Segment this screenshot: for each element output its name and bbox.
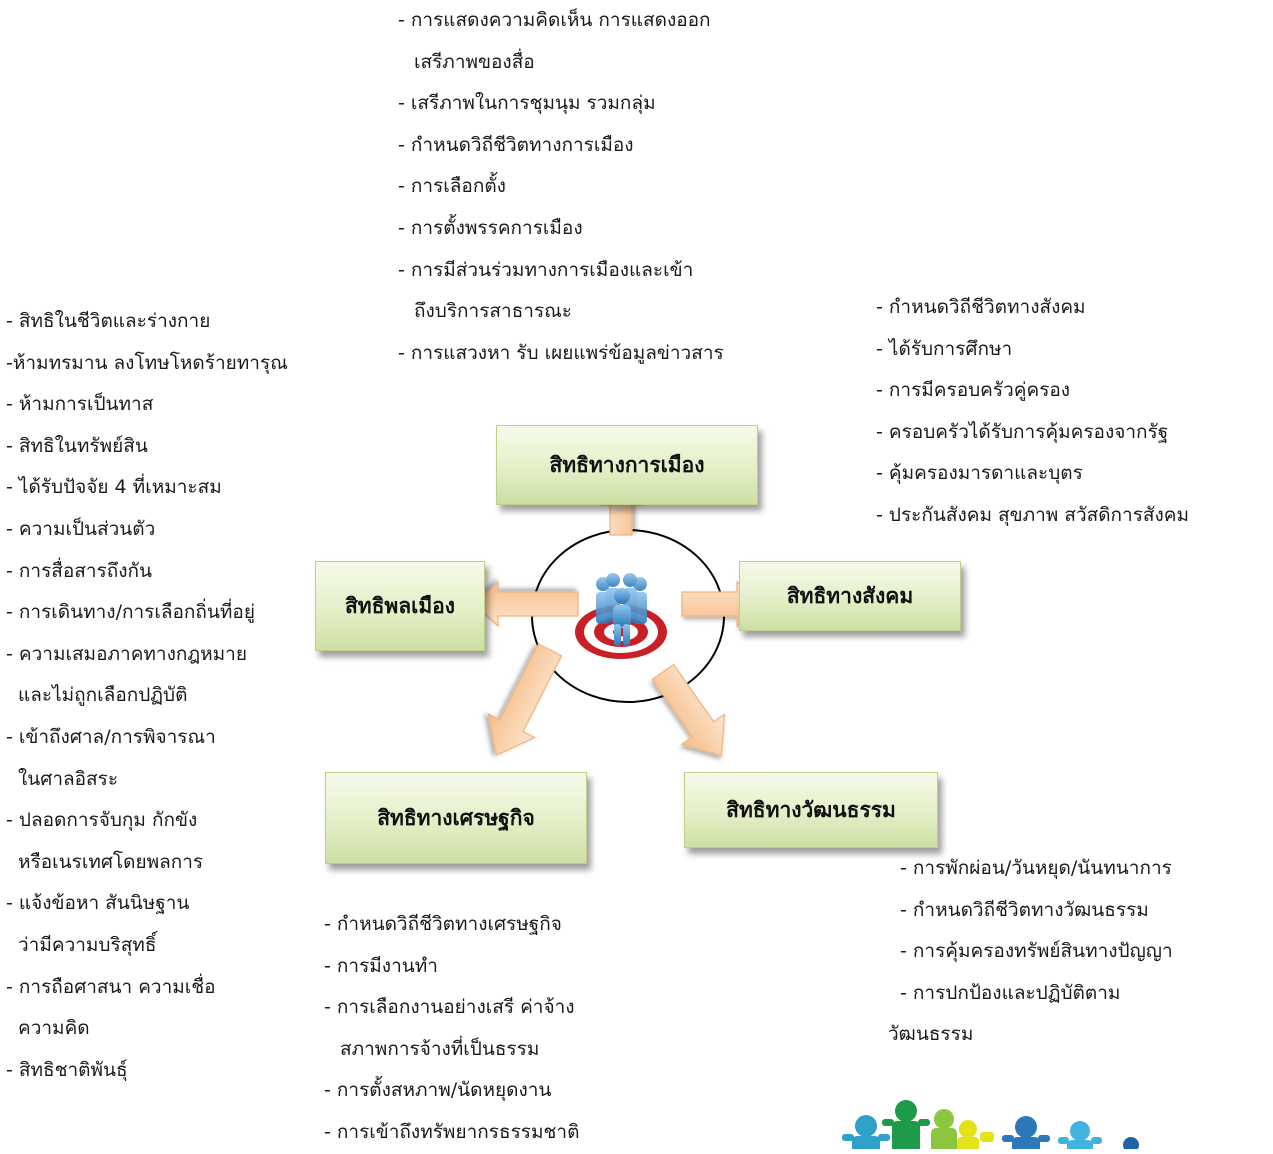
list-item: - การเข้าถึงทรัพยากรธรรมชาติ [324, 1120, 580, 1143]
list-item: - ความเสมอภาคทางกฎหมาย [6, 642, 247, 665]
list-item: หรือเนรเทศโดยพลการ [18, 850, 204, 873]
list-item: - กำหนดวิถีชีวิตทางวัฒนธรรม [900, 898, 1149, 921]
list-item: - ห้ามการเป็นทาส [6, 393, 154, 416]
list-item: - การตั้งพรรคการเมือง [398, 216, 583, 239]
list-item: - ครอบครัวได้รับการคุ้มครองจากรัฐ [876, 420, 1169, 443]
list-item: - การเลือกตั้ง [398, 175, 506, 198]
node-social-rights: สิทธิทางสังคม [739, 561, 961, 631]
list-item: - การพักผ่อน/วันหยุด/นันทนาการ [900, 857, 1172, 879]
list-item: - คุ้มครองมารดาและบุตร [876, 462, 1083, 485]
list-item: - สิทธิในทรัพย์สิน [6, 434, 148, 457]
list-item: ว่ามีความบริสุทธิ์ [18, 933, 157, 956]
list-item: - ได้รับการศึกษา [876, 337, 1013, 360]
economic-rights-list: - กำหนดวิถีชีวิตทางเศรษฐกิจ - การมีงานทำ… [324, 904, 579, 1154]
list-item: - สิทธิในชีวิตและร่างกาย [6, 310, 211, 332]
list-item: - การมีงานทำ [324, 954, 438, 977]
list-item: - การมีครอบครัวคู่ครอง [876, 379, 1071, 402]
list-item: และไม่ถูกเลือกปฏิบัติ [18, 684, 188, 707]
arrow-down-right [651, 663, 726, 757]
list-item: - ปลอดการจับกุม กักขัง [6, 809, 198, 832]
list-item: - เข้าถึงศาล/การพิจารณา [6, 725, 216, 748]
node-cultural-rights: สิทธิทางวัฒนธรรม [684, 772, 938, 848]
list-item: - ประกันสังคม สุขภาพ สวัสดิการสังคม [876, 503, 1190, 526]
list-item: - ความเป็นส่วนตัว [6, 517, 156, 540]
list-item: - การมีส่วนร่วมทางการเมืองและเข้า [398, 258, 694, 281]
list-item: - กำหนดวิถีชีวิตทางสังคม [876, 296, 1086, 318]
list-item: ในศาลอิสระ [18, 767, 119, 790]
cultural-rights-list: - การพักผ่อน/วันหยุด/นันทนาการ - กำหนดวิ… [888, 848, 1173, 1056]
list-item: เสรีภาพของสื่อ [414, 50, 535, 73]
political-rights-list: - การแสดงความคิดเห็น การแสดงออก เสรีภาพข… [398, 0, 724, 374]
list-item: - ได้รับปัจจัย 4 ที่เหมาะสม [6, 476, 222, 499]
list-item: - การสื่อสารถึงกัน [6, 559, 153, 582]
list-item: - การเดินทาง/การเลือกถิ่นที่อยู่ [6, 601, 255, 624]
list-item: - การปกป้องและปฏิบัติตาม [900, 981, 1121, 1004]
list-item: - การแสวงหา รับ เผยแพร่ข้อมูลข่าวสาร [398, 341, 724, 364]
list-item: - การตั้งสหภาพ/นัดหยุดงาน [324, 1079, 552, 1102]
people-on-target-icon [575, 573, 667, 659]
list-item: - การคุ้มครองทรัพย์สินทางปัญญา [900, 940, 1173, 963]
list-item: - กำหนดวิถีชีวิตทางเศรษฐกิจ [324, 913, 562, 935]
list-item: - เสรีภาพในการชุมนุม รวมกลุ่ม [398, 92, 656, 115]
node-economic-rights: สิทธิทางเศรษฐกิจ [325, 772, 587, 864]
list-item: สภาพการจ้างที่เป็นธรรม [340, 1037, 540, 1060]
arrow-left [473, 580, 579, 628]
node-civil-rights: สิทธิพลเมือง [315, 561, 485, 651]
list-item: ความคิด [18, 1017, 90, 1040]
puzzle-people-icon [842, 1100, 1139, 1149]
list-item: ถึงบริการสาธารณะ [414, 300, 572, 323]
list-item: - การแสดงความคิดเห็น การแสดงออก [398, 9, 711, 31]
list-item: - การถือศาสนา ความเชื่อ [6, 975, 216, 998]
list-item: - กำหนดวิถีชีวิตทางการเมือง [398, 133, 634, 156]
arrow-down-left [487, 643, 563, 757]
list-item: - สิทธิชาติพันธุ์ [6, 1058, 128, 1081]
list-item: -ห้ามทรมาน ลงโทษโหดร้ายทารุณ [6, 351, 288, 374]
list-item: วัฒนธรรม [888, 1023, 974, 1046]
node-political-rights: สิทธิทางการเมือง [496, 425, 758, 505]
social-rights-list: - กำหนดวิถีชีวิตทางสังคม - ได้รับการศึกษ… [876, 287, 1189, 537]
civil-rights-list: - สิทธิในชีวิตและร่างกาย -ห้ามทรมาน ลงโท… [6, 301, 288, 1091]
list-item: - การเลือกงานอย่างเสรี ค่าจ้าง [324, 996, 575, 1019]
list-item: - แจ้งข้อหา สันนิษฐาน [6, 892, 190, 915]
